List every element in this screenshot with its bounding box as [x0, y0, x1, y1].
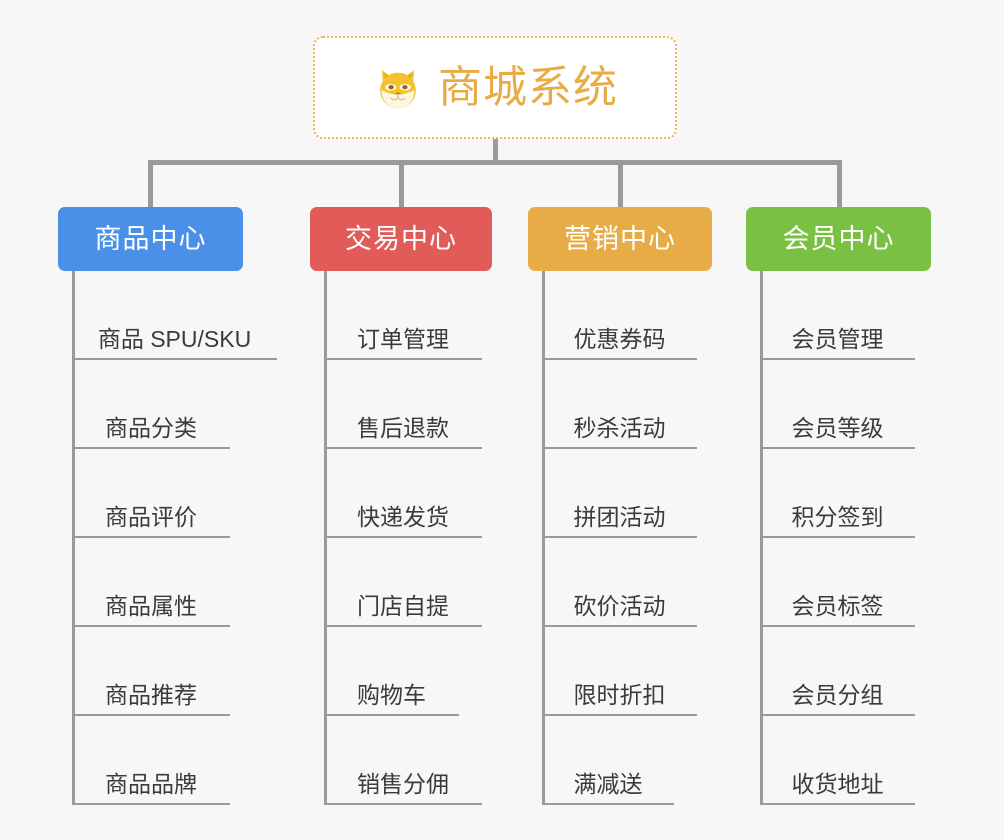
leaf-item[interactable]: 秒杀活动: [542, 360, 697, 449]
leaf-label: 售后退款: [357, 414, 449, 441]
column-spine-product-center: [72, 271, 75, 805]
leaf-label: 商品推荐: [105, 681, 197, 708]
leaf-label: 销售分佣: [357, 770, 449, 797]
leaf-item[interactable]: 售后退款: [324, 360, 482, 449]
leaf-label: 商品分类: [105, 414, 197, 441]
leaf-item[interactable]: 会员分组: [760, 627, 915, 716]
leaf-item[interactable]: 限时折扣: [542, 627, 697, 716]
shiba-dog-icon: [380, 69, 416, 111]
column-spine-member-center: [760, 271, 763, 805]
column-spine-trade-center: [324, 271, 327, 805]
leaf-item[interactable]: 销售分佣: [324, 716, 482, 805]
leaf-item[interactable]: 商品属性: [72, 538, 230, 627]
leaf-label: 砍价活动: [573, 592, 666, 619]
category-label: 交易中心: [345, 223, 457, 254]
leaf-item[interactable]: 积分签到: [760, 449, 915, 538]
connector-drop-marketing: [618, 160, 623, 207]
column-spine-marketing-center: [542, 271, 545, 805]
leaf-label: 商品属性: [105, 592, 197, 619]
category-label: 营销中心: [564, 223, 676, 254]
leaf-item[interactable]: 订单管理: [324, 271, 482, 360]
leaf-item[interactable]: 满减送: [542, 716, 674, 805]
leaf-label: 优惠券码: [573, 325, 666, 352]
leaf-label: 拼团活动: [573, 503, 666, 530]
connector-drop-product: [148, 160, 153, 207]
leaf-item[interactable]: 收货地址: [760, 716, 915, 805]
leaf-label: 收货地址: [791, 770, 884, 797]
leaf-label: 购物车: [357, 681, 426, 708]
leaf-item[interactable]: 快递发货: [324, 449, 482, 538]
leaf-item[interactable]: 会员管理: [760, 271, 915, 360]
leaf-item[interactable]: 会员等级: [760, 360, 915, 449]
leaf-label: 限时折扣: [573, 681, 666, 708]
connector-root-stem: [493, 139, 498, 162]
category-label: 商品中心: [94, 223, 207, 254]
leaf-label: 商品评价: [105, 503, 197, 530]
root-node[interactable]: 商城系统: [313, 36, 677, 139]
leaf-label: 快递发货: [357, 503, 449, 530]
leaf-label: 会员标签: [791, 592, 884, 619]
page-title: 商城系统: [438, 62, 618, 112]
leaf-item[interactable]: 商品分类: [72, 360, 230, 449]
leaf-label: 订单管理: [357, 325, 449, 352]
leaf-label: 秒杀活动: [573, 414, 666, 441]
leaf-label: 门店自提: [357, 592, 449, 619]
leaf-item[interactable]: 优惠券码: [542, 271, 697, 360]
leaf-item[interactable]: 会员标签: [760, 538, 915, 627]
leaf-label: 会员等级: [791, 414, 884, 441]
leaf-label: 满减送: [573, 770, 643, 797]
leaf-item[interactable]: 购物车: [324, 627, 459, 716]
leaf-item[interactable]: 拼团活动: [542, 449, 697, 538]
leaf-item[interactable]: 商品评价: [72, 449, 230, 538]
leaf-item[interactable]: 商品推荐: [72, 627, 230, 716]
leaf-label: 会员分组: [791, 681, 884, 708]
category-label: 会员中心: [782, 223, 895, 254]
leaf-item[interactable]: 商品 SPU/SKU: [72, 271, 277, 360]
connector-drop-trade: [399, 160, 404, 207]
leaf-label: 积分签到: [791, 503, 884, 530]
connector-drop-member: [837, 160, 842, 207]
leaf-label: 会员管理: [791, 325, 884, 352]
leaf-item[interactable]: 砍价活动: [542, 538, 697, 627]
leaf-item[interactable]: 商品品牌: [72, 716, 230, 805]
category-box-member-center[interactable]: 会员中心: [746, 207, 931, 271]
leaf-label: 商品品牌: [105, 770, 197, 797]
category-box-product-center[interactable]: 商品中心: [58, 207, 243, 271]
connector-bus: [148, 160, 842, 165]
leaf-label: 商品 SPU/SKU: [97, 325, 252, 352]
category-box-marketing-center[interactable]: 营销中心: [528, 207, 712, 271]
category-box-trade-center[interactable]: 交易中心: [310, 207, 492, 271]
leaf-item[interactable]: 门店自提: [324, 538, 482, 627]
